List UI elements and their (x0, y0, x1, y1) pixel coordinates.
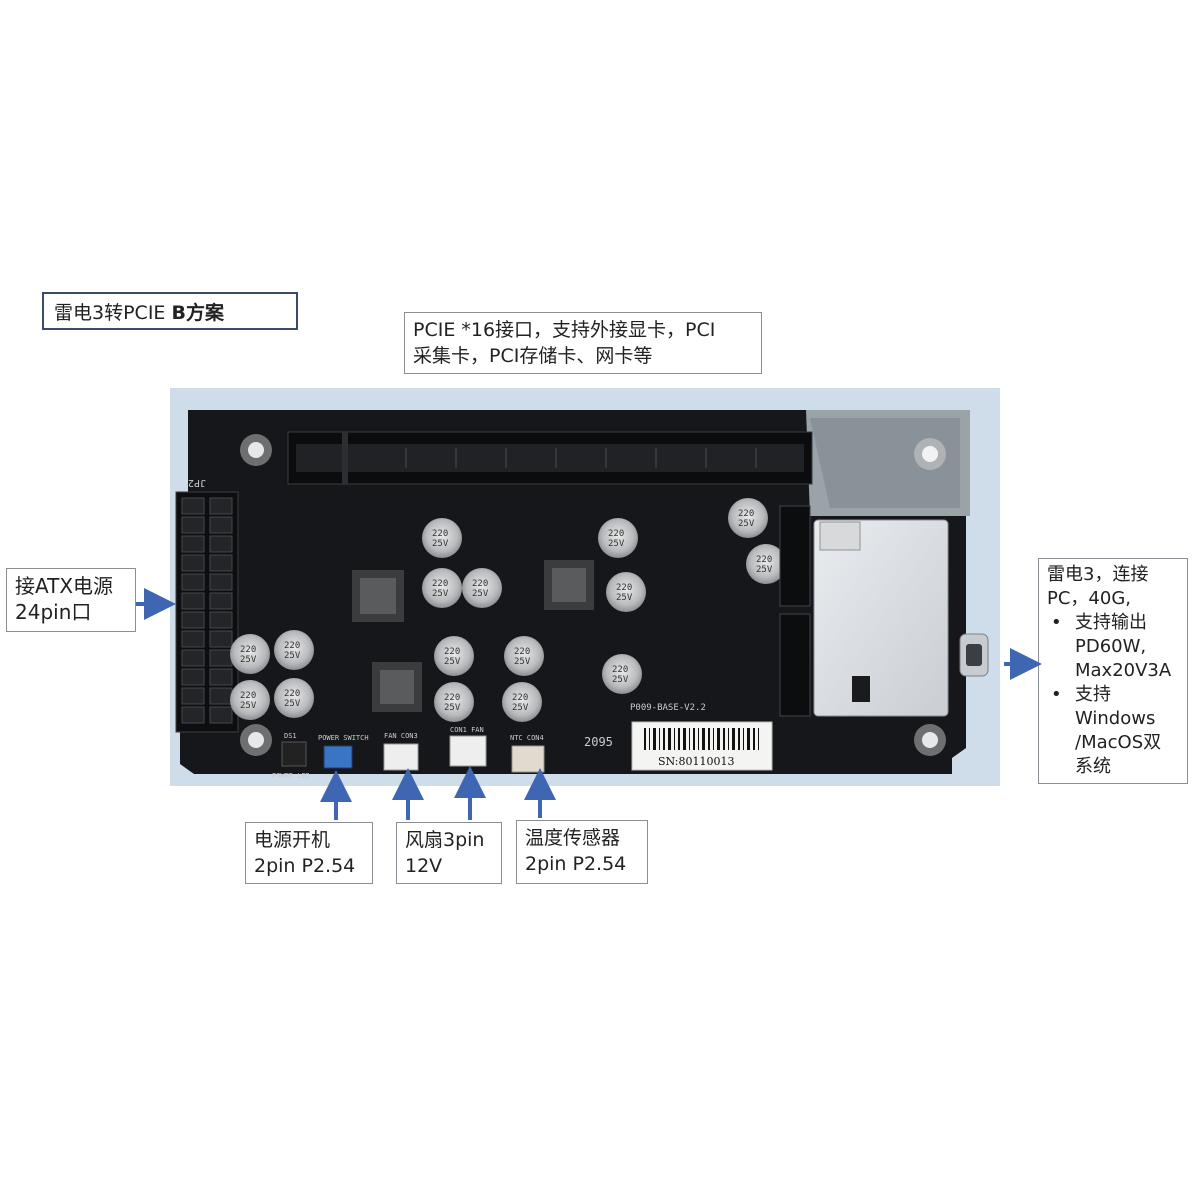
svg-text:25V: 25V (444, 657, 461, 667)
temp-line-2: 2pin P2.54 (525, 853, 627, 875)
svg-text:25V: 25V (240, 655, 257, 665)
silk-power-switch: POWER SWITCH (318, 734, 369, 742)
serial-number-label: SN:80110013 (658, 755, 734, 768)
tb-bullet-list: 支持输出 PD60W, Max20V3A 支持 Windows /MacOS双 … (1047, 611, 1179, 779)
svg-text:220: 220 (616, 583, 632, 593)
pcie-line-1: PCIE *16接口，支持外接显卡，PCI (413, 319, 716, 341)
svg-text:25V: 25V (512, 703, 529, 713)
pcie-callout: PCIE *16接口，支持外接显卡，PCI 采集卡，PCI存储卡、网卡等 (404, 312, 762, 374)
silk-fan1: FAN CON3 (384, 732, 418, 740)
svg-text:220: 220 (240, 645, 256, 655)
silk-ntc: NTC CON4 (510, 734, 544, 742)
svg-text:25V: 25V (756, 565, 773, 575)
title-prefix: 雷电3转PCIE (54, 302, 172, 324)
mounting-holes (240, 434, 946, 756)
pcie-line-2: 采集卡，PCI存储卡、网卡等 (413, 345, 653, 367)
svg-text:25V: 25V (432, 539, 449, 549)
svg-text:220: 220 (756, 555, 772, 565)
svg-text:25V: 25V (240, 701, 257, 711)
title-bold: B方案 (171, 302, 224, 324)
svg-text:25V: 25V (444, 703, 461, 713)
svg-text:220: 220 (444, 647, 460, 657)
silk-code: 2095 (584, 735, 613, 749)
svg-text:220: 220 (284, 641, 300, 651)
power-switch-line-2: 2pin P2.54 (254, 855, 356, 877)
tb-bullet-2: 支持 Windows /MacOS双 系统 (1051, 683, 1179, 779)
silk-model: P009-BASE-V2.2 (630, 703, 706, 713)
svg-text:25V: 25V (432, 589, 449, 599)
barcode-sticker: SN:80110013 (631, 721, 773, 771)
svg-text:25V: 25V (738, 519, 755, 529)
svg-text:25V: 25V (514, 657, 531, 667)
tb-bullet-2-line-2: Windows (1075, 708, 1156, 729)
power-switch-callout: 电源开机 2pin P2.54 (245, 822, 373, 884)
svg-text:220: 220 (444, 693, 460, 703)
temp-line-1: 温度传感器 (525, 827, 621, 849)
tb-bullet-2-line-1: 支持 (1075, 684, 1111, 705)
svg-text:220: 220 (512, 693, 528, 703)
svg-text:25V: 25V (284, 651, 301, 661)
silk-power-led: POWER LED (272, 772, 310, 780)
svg-text:25V: 25V (616, 593, 633, 603)
tb-bullet-1: 支持输出 PD60W, Max20V3A (1051, 611, 1179, 683)
silk-ds1: DS1 (284, 732, 297, 740)
tb-bullet-2-line-3: /MacOS双 (1075, 732, 1162, 753)
silk-fan2: CON1 FAN (450, 726, 484, 734)
fan-line-2: 12V (405, 855, 443, 877)
tb-bullet-1-line-2: PD60W, (1075, 636, 1147, 657)
svg-text:220: 220 (472, 579, 488, 589)
silk-jp2: JP2 (188, 477, 206, 488)
title-box: 雷电3转PCIE B方案 (42, 292, 298, 330)
svg-text:220: 220 (432, 529, 448, 539)
atx-callout: 接ATX电源 24pin口 (6, 568, 136, 632)
tb-line-1: 雷电3，连接 (1047, 564, 1149, 585)
fan-line-1: 风扇3pin (405, 829, 485, 851)
svg-text:220: 220 (240, 691, 256, 701)
m2-slots (779, 505, 811, 717)
atx-line-1: 接ATX电源 (15, 574, 114, 598)
svg-text:25V: 25V (472, 589, 489, 599)
atx-24pin-connector (175, 491, 239, 733)
tb-bullet-1-line-3: Max20V3A (1075, 660, 1172, 681)
fan-callout: 风扇3pin 12V (396, 822, 502, 884)
svg-text:25V: 25V (608, 539, 625, 549)
tb-bullet-2-line-4: 系统 (1075, 756, 1111, 777)
svg-text:25V: 25V (284, 699, 301, 709)
pcie-x16-slot (287, 431, 813, 485)
thunderbolt-callout: 雷电3，连接 PC，40G, 支持输出 PD60W, Max20V3A 支持 W… (1038, 558, 1188, 784)
temp-sensor-callout: 温度传感器 2pin P2.54 (516, 820, 648, 884)
svg-text:220: 220 (738, 509, 754, 519)
svg-text:220: 220 (612, 665, 628, 675)
inductors (352, 560, 594, 712)
svg-text:25V: 25V (612, 675, 629, 685)
svg-text:220: 220 (284, 689, 300, 699)
svg-text:220: 220 (432, 579, 448, 589)
power-switch-line-1: 电源开机 (254, 829, 331, 851)
thunderbolt-module (813, 519, 989, 717)
svg-text:220: 220 (608, 529, 624, 539)
svg-text:220: 220 (514, 647, 530, 657)
atx-line-2: 24pin口 (15, 600, 92, 624)
tb-line-2: PC，40G, (1047, 588, 1131, 609)
tb-bullet-1-line-1: 支持输出 (1075, 612, 1147, 633)
